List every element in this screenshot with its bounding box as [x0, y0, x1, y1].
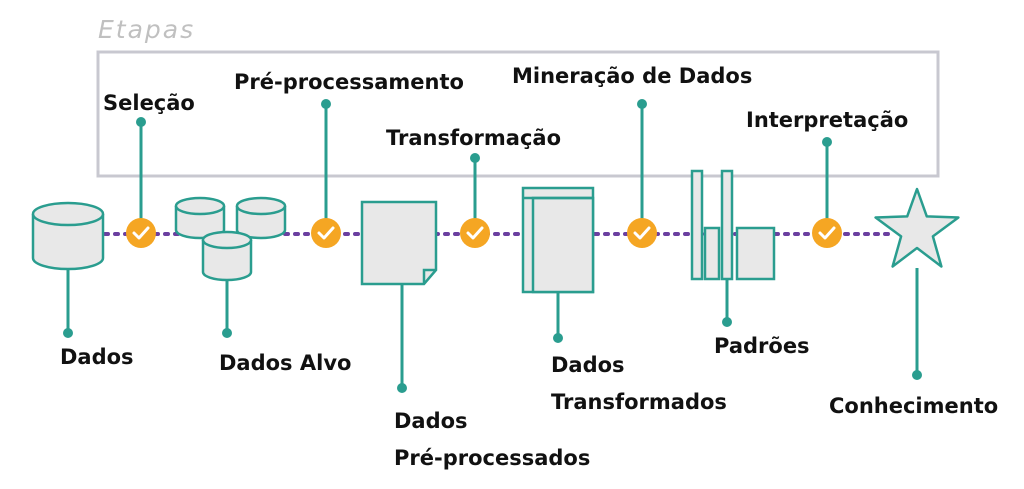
- interp-check-icon: [812, 218, 842, 248]
- mineracao-check-icon: [627, 218, 657, 248]
- artifact-label-dados-transf-line1: Dados: [551, 353, 625, 377]
- artifact-label-conhecimento: Conhecimento: [829, 394, 998, 418]
- transf-check-icon: [460, 218, 490, 248]
- interp-connector-dot: [822, 137, 832, 147]
- dados-transf-connector-dot: [553, 333, 563, 343]
- preproc-connector-dot: [321, 99, 331, 109]
- stage-label-transformacao: Transformação: [386, 126, 561, 150]
- star-icon: [874, 187, 960, 268]
- stacked-pages-icon: [521, 186, 595, 294]
- dados-pre-connector-dot: [397, 383, 407, 393]
- document-icon: [360, 200, 438, 286]
- selecao-connector-dot: [136, 117, 146, 127]
- selecao-check-icon: [126, 218, 156, 248]
- preproc-check-icon: [311, 218, 341, 248]
- artifact-label-padroes: Padrões: [714, 334, 810, 358]
- dados-alvo-connector-dot: [222, 328, 232, 338]
- artifact-label-dados-transf-line2: Transformados: [551, 390, 727, 414]
- stage-label-selecao: Seleção: [103, 91, 195, 115]
- databases-icon: [174, 196, 287, 282]
- stage-label-interpretacao: Interpretação: [746, 108, 908, 132]
- bars-icon: [690, 169, 776, 281]
- stage-label-preprocessamento: Pré-processamento: [234, 70, 464, 94]
- artifact-label-dados-pre-line2: Pré-processados: [394, 446, 590, 470]
- artifact-label-dados-pre-line1: Dados: [394, 409, 468, 433]
- stages-box: [96, 50, 940, 178]
- mineracao-connector-dot: [637, 99, 647, 109]
- dados-connector-dot: [63, 328, 73, 338]
- artifact-label-dados: Dados: [60, 345, 134, 369]
- transf-connector-dot: [470, 153, 480, 163]
- stage-label-mineracao: Mineração de Dados: [512, 64, 752, 88]
- padroes-connector-dot: [722, 317, 732, 327]
- database-icon: [31, 201, 105, 271]
- stages-header: Etapas: [98, 15, 195, 44]
- conhecimento-connector-dot: [912, 370, 922, 380]
- artifact-label-dados-alvo: Dados Alvo: [219, 351, 351, 375]
